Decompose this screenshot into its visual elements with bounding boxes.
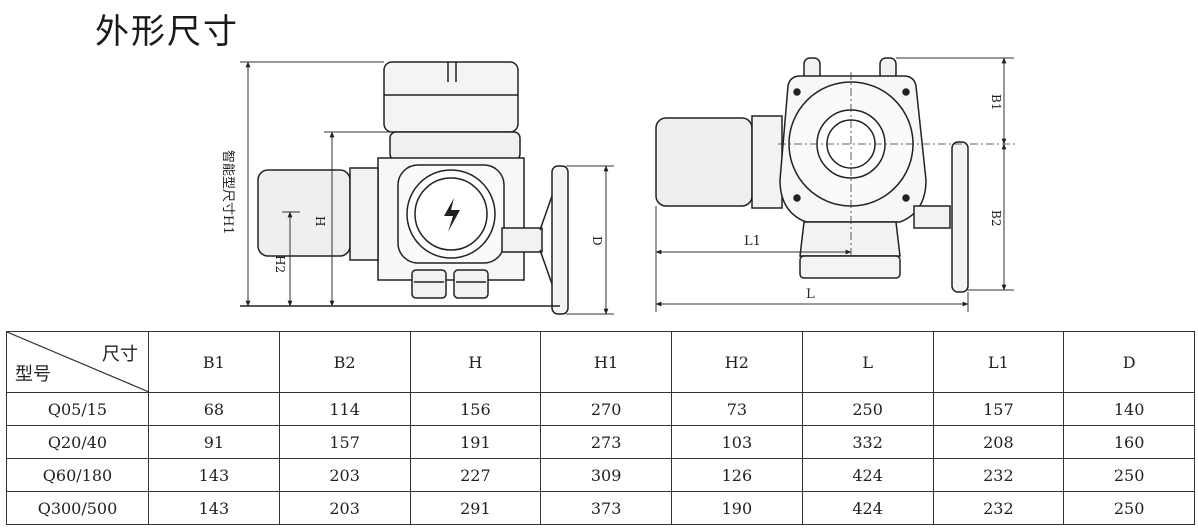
- column-header: H2: [671, 331, 803, 393]
- value-cell: 291: [409, 491, 542, 525]
- value-cell: 157: [278, 425, 411, 459]
- value-cell: 157: [932, 392, 1065, 426]
- value-cell: 373: [540, 491, 672, 525]
- value-cell: 126: [671, 458, 803, 492]
- value-cell: 332: [801, 425, 934, 459]
- value-cell: 203: [278, 458, 411, 492]
- page-title: 外形尺寸: [95, 12, 239, 52]
- table-row: Q60/180 143 203 227 309 126 424 232 250: [6, 458, 1195, 492]
- label-d: D: [590, 236, 604, 246]
- corner-diagonal: [7, 332, 149, 392]
- label-b1: B1: [989, 94, 1003, 110]
- value-cell: 140: [1063, 392, 1195, 426]
- value-cell: 91: [148, 425, 280, 459]
- table-header-row: 尺寸 型号 B1 B2 H H1 H2 L L1 D: [6, 331, 1195, 393]
- dimension-table: 尺寸 型号 B1 B2 H H1 H2 L L1 D Q05/15 68 114…: [6, 331, 1195, 525]
- corner-label-dimension: 尺寸: [102, 344, 138, 365]
- label-l1: L1: [744, 234, 761, 249]
- value-cell: 273: [540, 425, 672, 459]
- corner-label-model: 型号: [15, 364, 51, 385]
- column-header: L: [801, 331, 934, 393]
- value-cell: 424: [801, 491, 934, 525]
- value-cell: 232: [932, 491, 1065, 525]
- table-row: Q05/15 68 114 156 270 73 250 157 140: [6, 392, 1195, 426]
- front-view-dimensions: [655, 57, 1014, 312]
- value-cell: 68: [148, 392, 280, 426]
- column-header: D: [1063, 331, 1195, 393]
- table-row: Q300/500 143 203 291 373 190 424 232 250: [6, 491, 1195, 525]
- label-h: H: [313, 216, 327, 226]
- front-view: [655, 57, 969, 293]
- value-cell: 208: [932, 425, 1065, 459]
- value-cell: 203: [278, 491, 411, 525]
- value-cell: 160: [1063, 425, 1195, 459]
- value-cell: 309: [540, 458, 672, 492]
- side-view-dimensions: [240, 61, 614, 315]
- table-row: Q20/40 91 157 191 273 103 332 208 160: [6, 425, 1195, 459]
- value-cell: 103: [671, 425, 803, 459]
- column-header: B1: [148, 331, 280, 393]
- value-cell: 143: [148, 458, 280, 492]
- value-cell: 232: [932, 458, 1065, 492]
- model-cell: Q300/500: [6, 491, 149, 525]
- side-view: [240, 61, 569, 315]
- value-cell: 270: [540, 392, 672, 426]
- column-header: H1: [540, 331, 672, 393]
- label-l: L: [806, 287, 815, 302]
- corner-cell: 尺寸 型号: [6, 331, 149, 393]
- value-cell: 227: [409, 458, 542, 492]
- model-cell: Q60/180: [6, 458, 149, 492]
- value-cell: 424: [801, 458, 934, 492]
- value-cell: 250: [1063, 491, 1195, 525]
- label-h2: H2: [273, 255, 287, 273]
- model-cell: Q05/15: [6, 392, 149, 426]
- label-b2: B2: [989, 210, 1003, 226]
- front-view-centerlines: [778, 72, 1016, 256]
- value-cell: 250: [1063, 458, 1195, 492]
- column-header: L1: [932, 331, 1065, 393]
- column-header: H: [409, 331, 542, 393]
- value-cell: 114: [278, 392, 411, 426]
- label-h1: 智能型尺寸H1: [220, 150, 235, 235]
- column-header: B2: [278, 331, 411, 393]
- value-cell: 190: [671, 491, 803, 525]
- value-cell: 250: [801, 392, 934, 426]
- value-cell: 191: [409, 425, 542, 459]
- dimension-drawing: 智能型尺寸H1 H H2 D: [220, 57, 1016, 315]
- value-cell: 156: [409, 392, 542, 426]
- value-cell: 143: [148, 491, 280, 525]
- model-cell: Q20/40: [6, 425, 149, 459]
- value-cell: 73: [671, 392, 803, 426]
